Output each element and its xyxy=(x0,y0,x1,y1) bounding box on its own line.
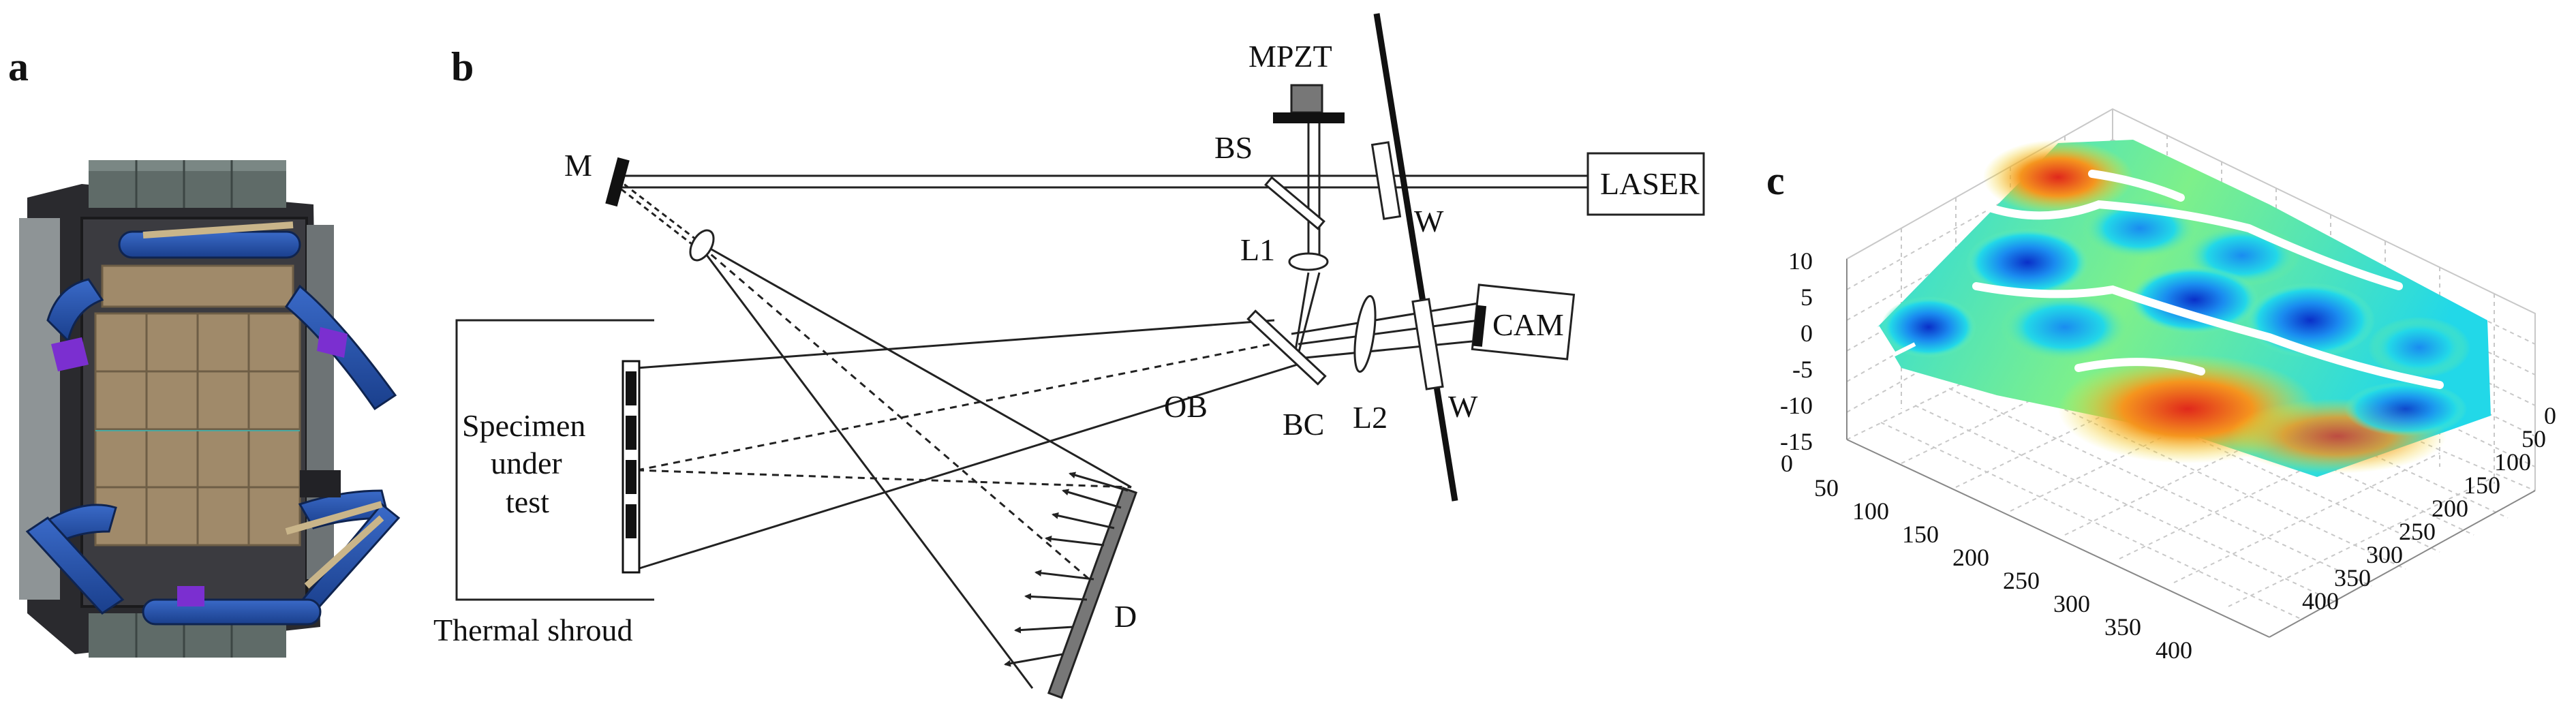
y-axis-ticks: 0 50 100 150 200 250 300 350 400 xyxy=(2302,402,2556,615)
z-axis-ticks: 10 5 0 -5 -10 -15 xyxy=(1780,247,1813,455)
mpzt-actuator xyxy=(1290,84,1323,114)
beam-splitter-bs xyxy=(1264,176,1325,230)
label-bc: BC xyxy=(1283,407,1324,442)
svg-text:250: 250 xyxy=(2003,567,2040,594)
svg-text:350: 350 xyxy=(2334,564,2371,591)
window-plate xyxy=(1373,13,1458,502)
svg-text:150: 150 xyxy=(1902,521,1939,548)
x-axis-ticks: 0 50 100 150 200 250 300 350 400 xyxy=(1781,450,2192,664)
svg-text:300: 300 xyxy=(2366,541,2403,568)
panel-b-label: b xyxy=(451,44,474,89)
svg-text:300: 300 xyxy=(2053,590,2090,617)
diffuser-d xyxy=(1047,487,1138,699)
svg-text:5: 5 xyxy=(1800,283,1813,311)
svg-text:400: 400 xyxy=(2302,587,2339,615)
diffuser-arrows xyxy=(1004,472,1129,667)
svg-text:250: 250 xyxy=(2399,518,2436,545)
label-specimen-3: test xyxy=(506,484,549,519)
lens-expander xyxy=(689,229,715,262)
label-bs: BS xyxy=(1214,130,1253,165)
thermal-shroud xyxy=(455,319,654,601)
svg-text:10: 10 xyxy=(1788,247,1813,275)
label-m: M xyxy=(564,148,592,183)
svg-text:-10: -10 xyxy=(1780,392,1813,419)
label-ob: OB xyxy=(1164,389,1208,424)
svg-text:-5: -5 xyxy=(1792,356,1813,383)
lens-l1 xyxy=(1288,252,1329,271)
label-mpzt: MPZT xyxy=(1248,39,1332,74)
label-l2: L2 xyxy=(1353,400,1387,435)
svg-text:50: 50 xyxy=(2521,425,2546,452)
svg-text:150: 150 xyxy=(2464,472,2500,499)
label-thermal-shroud: Thermal shroud xyxy=(433,613,633,647)
deformation-surface xyxy=(1875,140,2491,477)
window-w-upper xyxy=(1370,141,1402,220)
beam-combiner-bc xyxy=(1246,309,1327,386)
detector-tile-grid xyxy=(94,264,301,547)
label-w-upper: W xyxy=(1414,204,1444,238)
label-specimen-1: Specimen xyxy=(462,408,585,443)
svg-text:100: 100 xyxy=(2494,448,2531,476)
instrument-render xyxy=(19,160,401,658)
blue-flexures xyxy=(25,230,401,626)
label-cam: CAM xyxy=(1492,307,1564,342)
svg-text:100: 100 xyxy=(1852,497,1889,525)
svg-text:200: 200 xyxy=(2432,495,2468,522)
optical-schematic xyxy=(616,116,1588,689)
label-d: D xyxy=(1114,599,1137,634)
panel-a-label: a xyxy=(8,44,29,89)
window-w-lower xyxy=(1411,298,1444,390)
label-specimen-2: under xyxy=(491,446,562,480)
panel-c-label: c xyxy=(1766,158,1785,203)
lens-l2 xyxy=(1353,295,1377,373)
svg-text:400: 400 xyxy=(2156,636,2192,664)
label-w-lower: W xyxy=(1448,389,1478,424)
svg-text:350: 350 xyxy=(2104,613,2141,641)
label-laser: LASER xyxy=(1600,166,1700,201)
svg-text:200: 200 xyxy=(1952,544,1989,571)
svg-text:0: 0 xyxy=(2544,402,2556,429)
svg-text:0: 0 xyxy=(1800,320,1813,347)
svg-text:0: 0 xyxy=(1781,450,1793,477)
label-l1: L1 xyxy=(1240,232,1275,267)
svg-text:-15: -15 xyxy=(1780,428,1813,455)
mirror-m xyxy=(605,157,630,207)
laser-box xyxy=(1586,152,1705,216)
mpzt-mirror xyxy=(1273,112,1345,123)
svg-text:50: 50 xyxy=(1814,474,1839,502)
